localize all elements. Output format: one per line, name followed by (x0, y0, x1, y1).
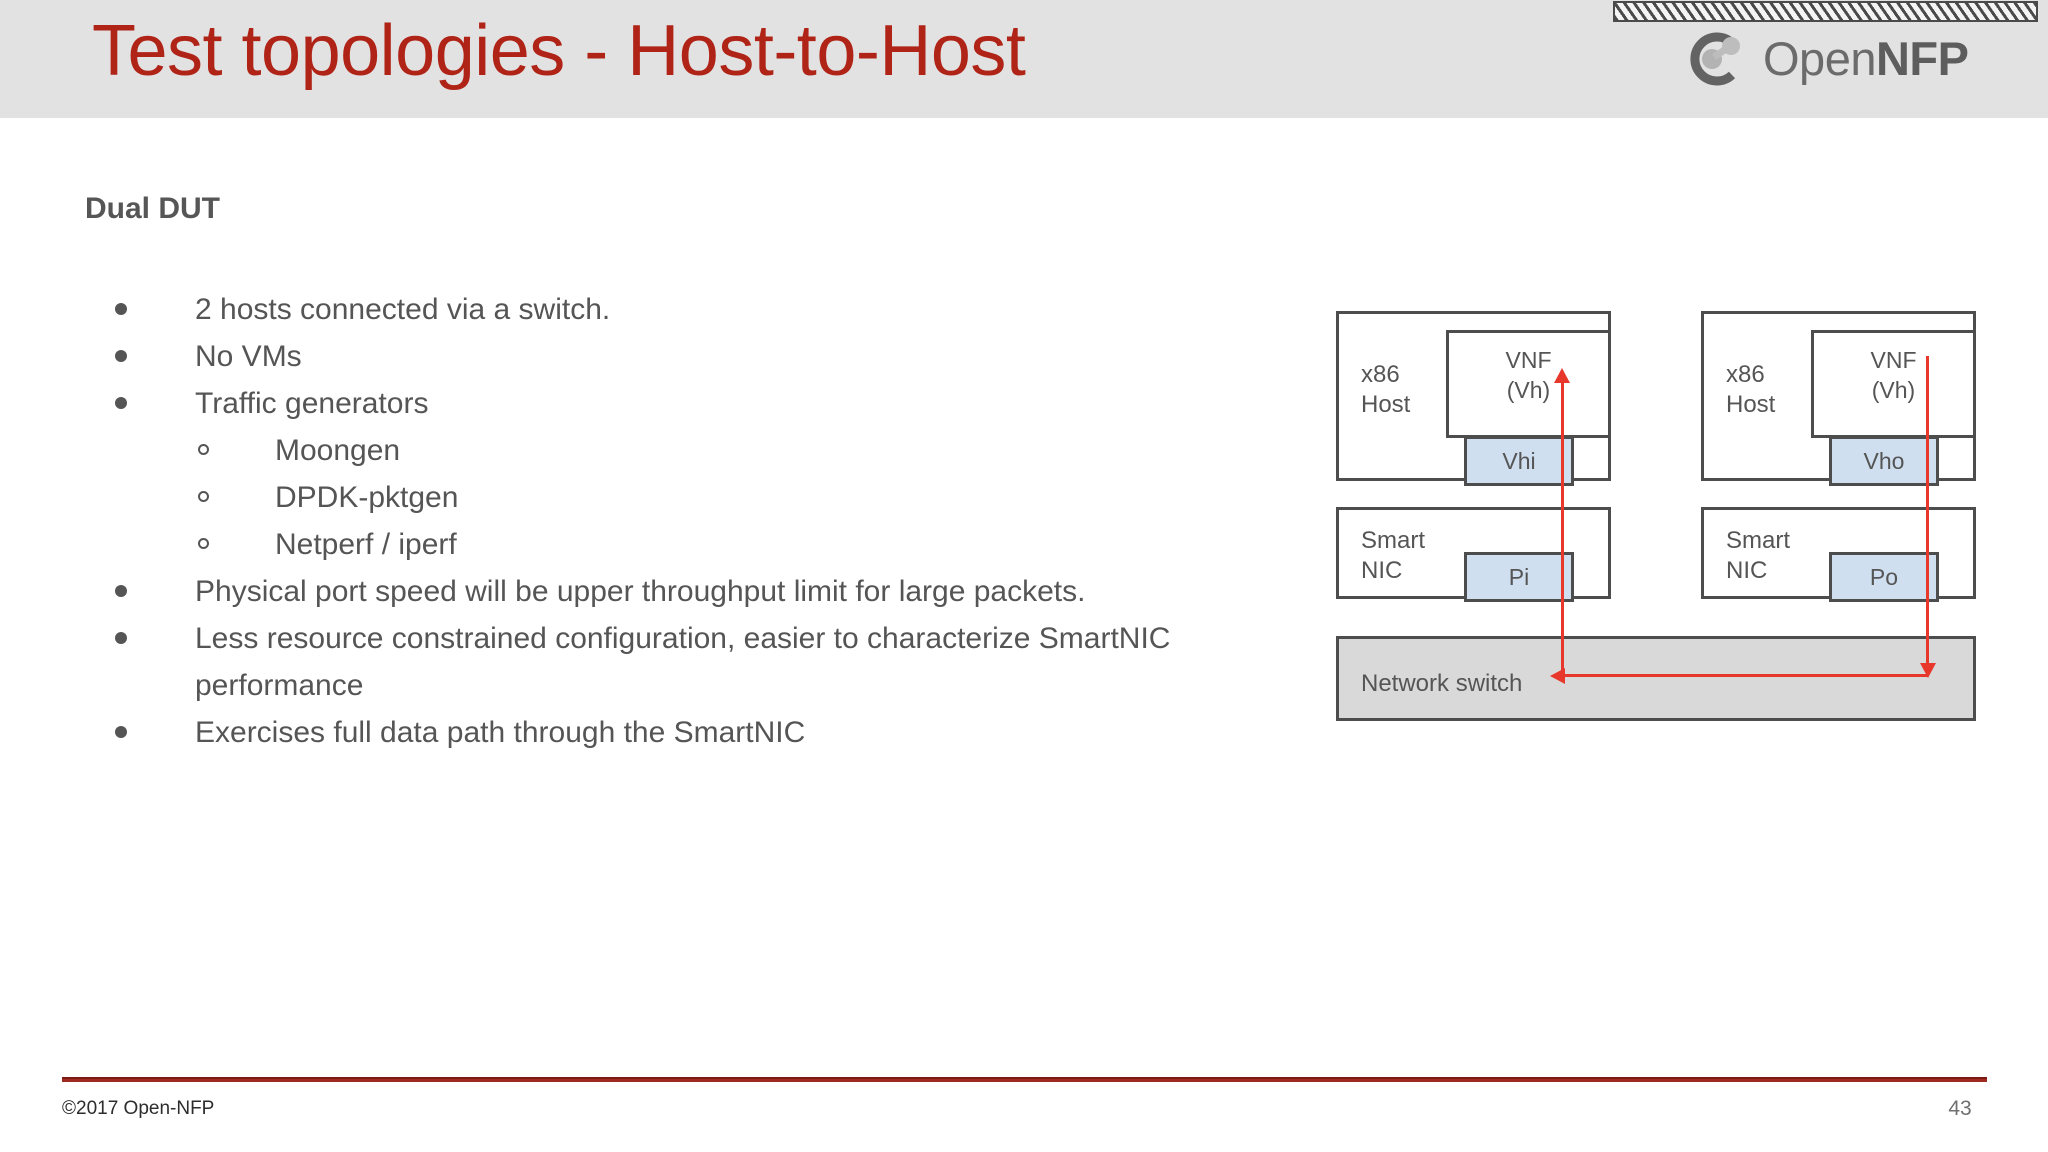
list-item: 2 hosts connected via a switch. (85, 286, 1305, 333)
sub-list-item-text: Netperf / iperf (275, 528, 457, 561)
right-x86-host-label: x86 Host (1726, 361, 1776, 418)
opennfp-circle-logo-icon (1690, 32, 1740, 86)
sub-list-item-text: DPDK-pktgen (275, 481, 459, 514)
logo-nfp-text: NFP (1875, 32, 1969, 85)
footer-divider (62, 1077, 1987, 1082)
flow-arrowhead-left (1550, 668, 1565, 684)
sub-list-item: Netperf / iperf (85, 521, 1305, 568)
topology-diagram: x86 Host VNF (Vh) Vhi x86 Host VNF (Vh) … (1336, 308, 1976, 740)
section-subheading: Dual DUT (85, 192, 220, 225)
bullet-ring-icon (198, 444, 209, 455)
list-item-text: No VMs (195, 340, 302, 373)
list-item-text: Physical port speed will be upper throug… (195, 575, 1086, 608)
page-number: 43 (1948, 1097, 1972, 1120)
bullet-list: 2 hosts connected via a switch. No VMs T… (85, 286, 1305, 756)
right-smartnic-label: Smart NIC (1726, 527, 1791, 584)
left-vnf-box: VNF (Vh) (1446, 330, 1611, 438)
left-smartnic-label: Smart NIC (1361, 527, 1426, 584)
list-item: Physical port speed will be upper throug… (85, 568, 1305, 615)
flow-arrowhead-up-left (1554, 368, 1570, 383)
flow-line-right-vertical (1926, 356, 1929, 674)
left-x86-host-label: x86 Host (1361, 361, 1411, 418)
list-item: Traffic generators (85, 380, 1305, 427)
left-vhi-port-box: Vhi (1464, 436, 1574, 486)
opennfp-logo: OpenNFP (1683, 24, 2013, 92)
network-switch-box: Network switch (1336, 636, 1976, 721)
flow-line-left-vertical (1561, 380, 1564, 677)
sub-list-item: Moongen (85, 427, 1305, 474)
network-switch-label: Network switch (1361, 670, 1523, 697)
bullet-dot-icon (115, 726, 127, 738)
sub-list-item-text: Moongen (275, 434, 401, 467)
list-item-text: 2 hosts connected via a switch. (195, 293, 611, 326)
bullet-dot-icon (115, 632, 127, 644)
right-vnf-label: VNF (Vh) (1870, 347, 1917, 403)
logo-open-text: Open (1763, 32, 1876, 85)
list-item: No VMs (85, 333, 1305, 380)
list-item-text: Less resource constrained configuration,… (195, 622, 1171, 702)
hatch-decoration-band (1613, 1, 2038, 22)
bullet-dot-icon (115, 303, 127, 315)
sub-list-item: DPDK-pktgen (85, 474, 1305, 521)
flow-line-horizontal (1564, 674, 1928, 677)
list-item-text: Traffic generators (195, 387, 429, 420)
bullet-ring-icon (198, 538, 209, 549)
bullet-dot-icon (115, 350, 127, 362)
right-po-port-box: Po (1829, 552, 1939, 602)
page-title: Test topologies - Host-to-Host (92, 11, 1026, 91)
bullet-dot-icon (115, 585, 127, 597)
list-item: Exercises full data path through the Sma… (85, 709, 1305, 756)
right-vho-port-box: Vho (1829, 436, 1939, 486)
left-vnf-label: VNF (Vh) (1505, 347, 1552, 403)
list-item: Less resource constrained configuration,… (85, 615, 1305, 709)
flow-arrowhead-down-right (1920, 663, 1936, 678)
bullet-dot-icon (115, 397, 127, 409)
bullet-ring-icon (198, 491, 209, 502)
left-pi-port-box: Pi (1464, 552, 1574, 602)
opennfp-logo-text: OpenNFP (1763, 31, 1969, 86)
list-item-text: Exercises full data path through the Sma… (195, 716, 806, 749)
copyright-text: ©2017 Open-NFP (62, 1098, 215, 1119)
right-vnf-box: VNF (Vh) (1811, 330, 1976, 438)
